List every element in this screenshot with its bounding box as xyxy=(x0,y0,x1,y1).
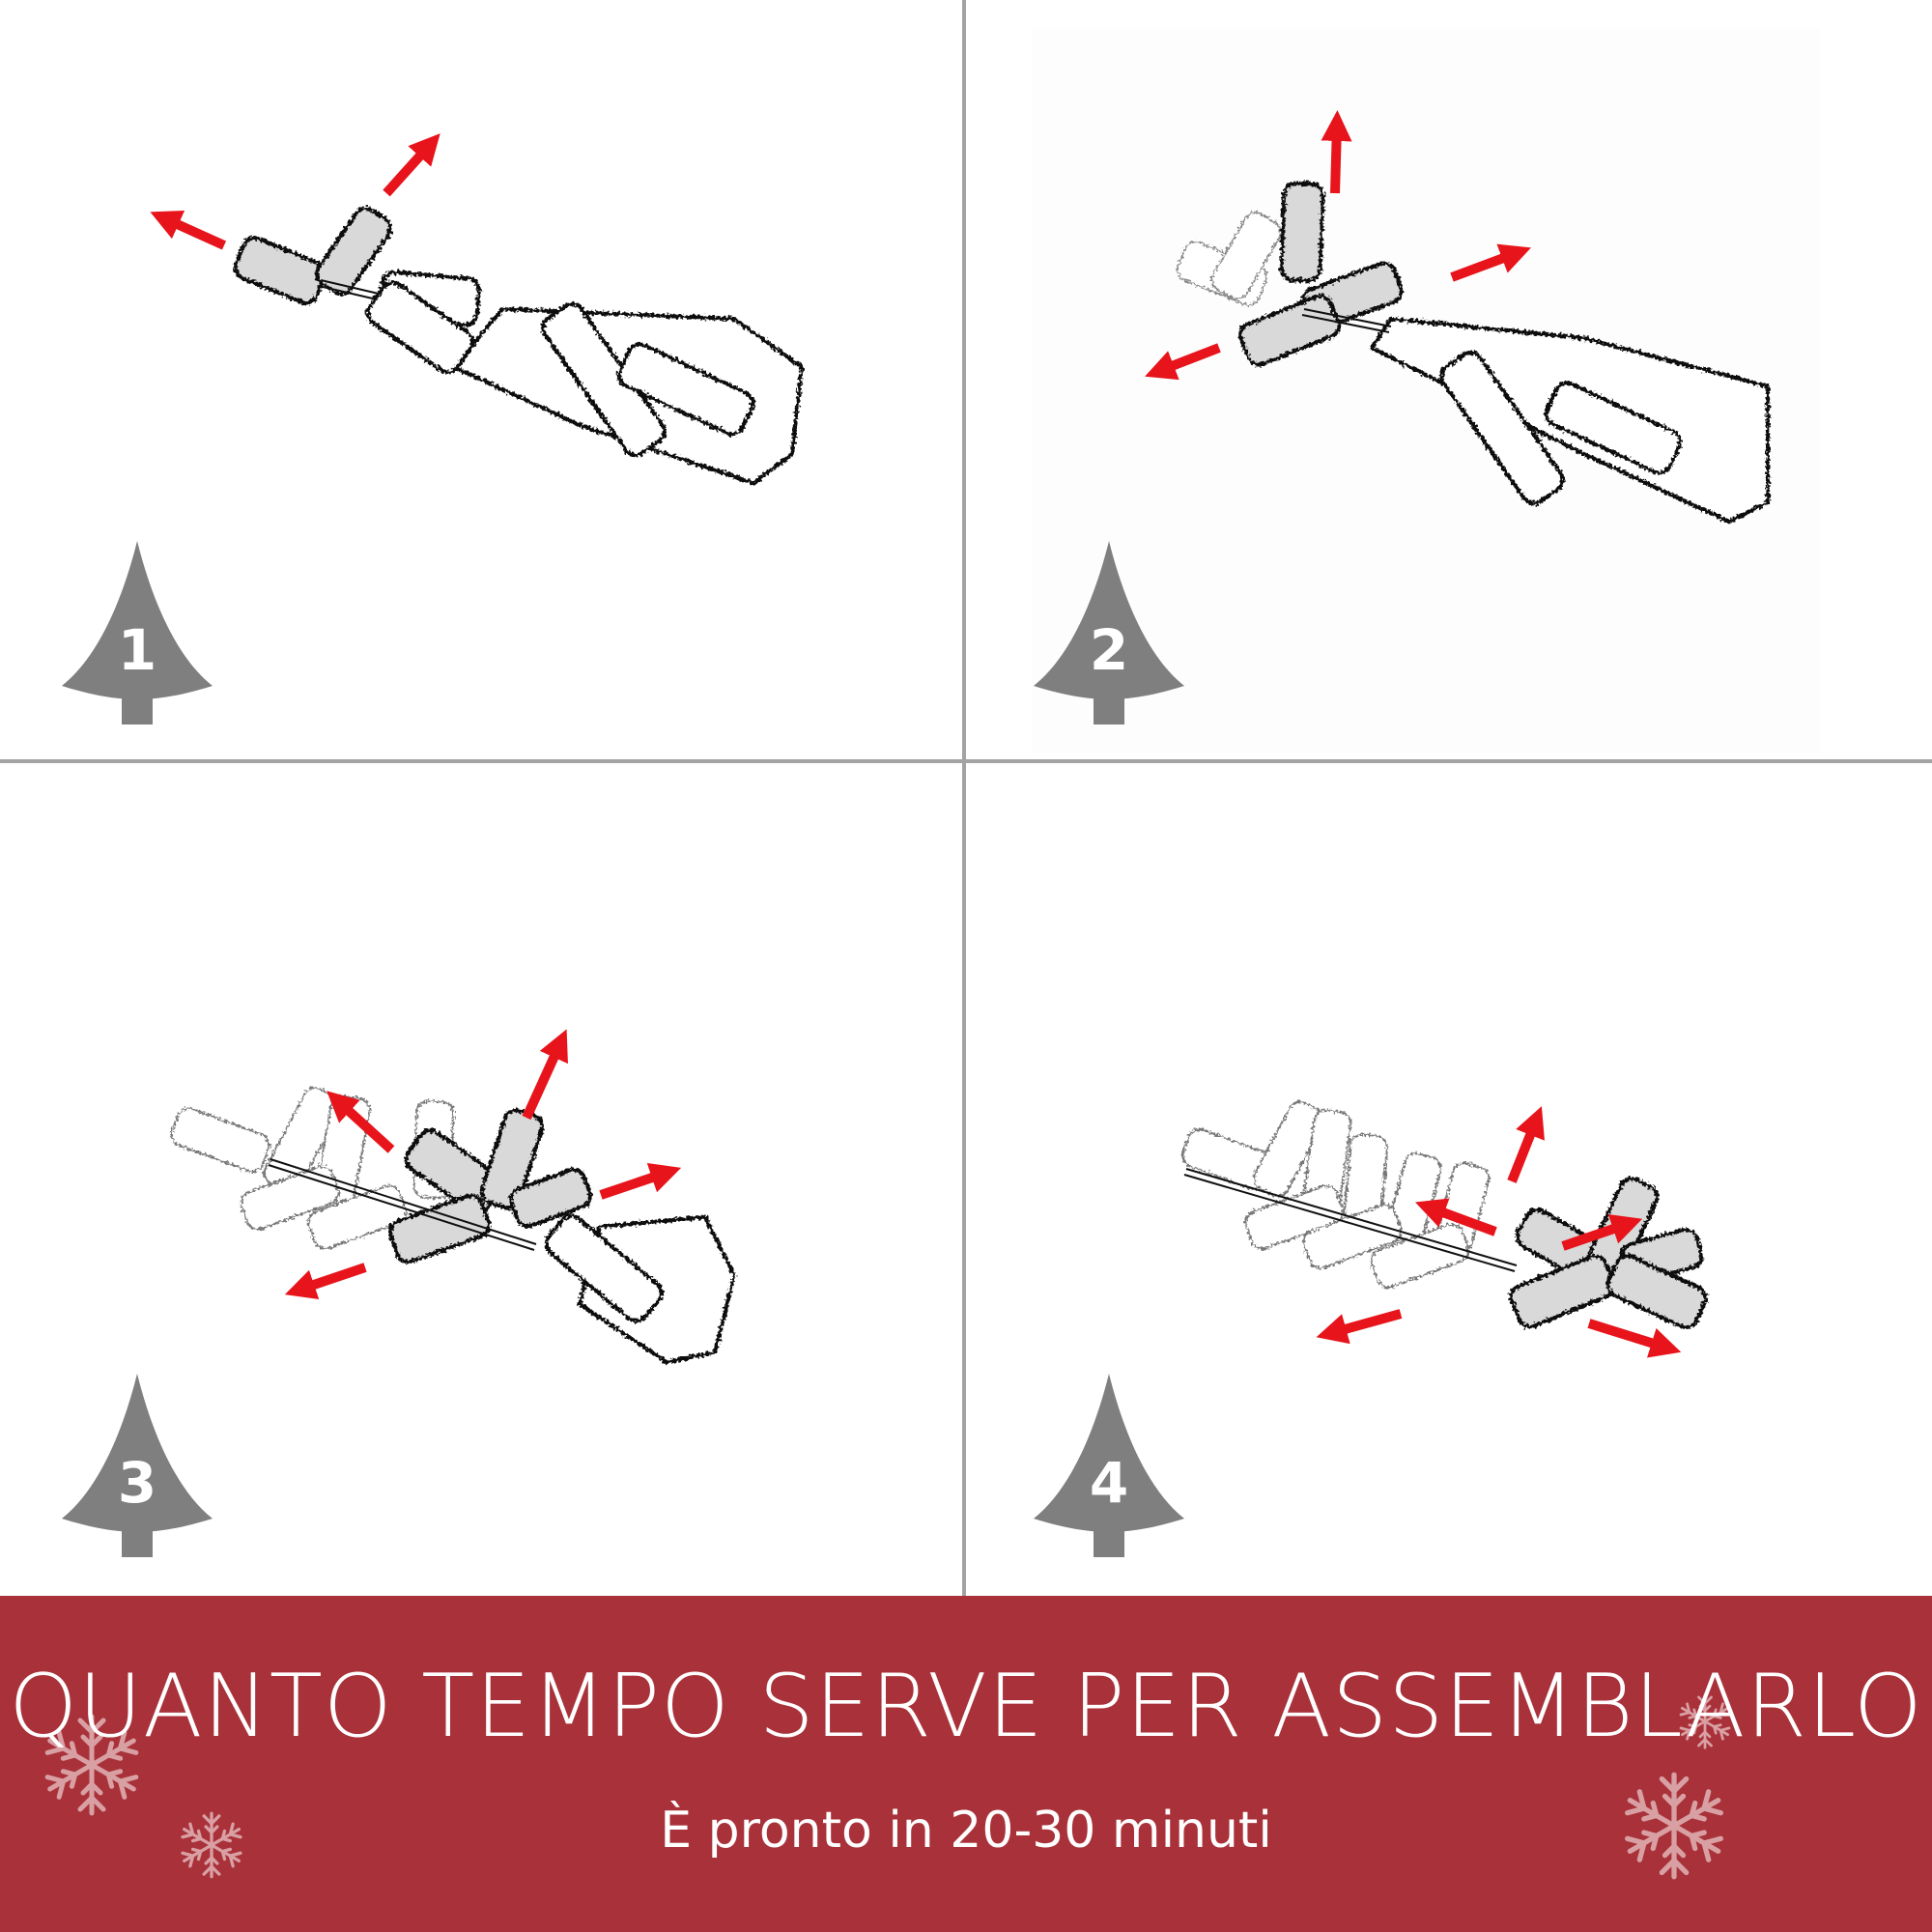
step-number: 2 xyxy=(1089,617,1129,683)
step-2-panel: 2 xyxy=(966,0,1932,759)
step-number: 4 xyxy=(1089,1450,1129,1516)
branch-illustration-step-2 xyxy=(1145,110,1770,524)
assembly-time-banner: QUANTO TEMPO SERVE PER ASSEMBLARLO È pro… xyxy=(0,1596,1932,1932)
banner-subtitle: È pronto in 20-30 minuti xyxy=(660,1802,1272,1860)
step-4-panel: 4 xyxy=(966,763,1932,1596)
step-badge-3: 3 xyxy=(60,1374,214,1557)
branch-illustration-step-1 xyxy=(150,133,804,485)
step-number: 3 xyxy=(117,1450,157,1516)
branch-illustration-step-3 xyxy=(170,1029,736,1364)
vertical-divider xyxy=(962,0,966,1596)
step-number: 1 xyxy=(117,617,157,683)
step-3-panel: 3 xyxy=(0,763,962,1596)
branch-illustration-step-4 xyxy=(1181,1100,1708,1358)
step-badge-4: 4 xyxy=(1032,1374,1186,1557)
step-badge-1: 1 xyxy=(60,541,214,724)
horizontal-divider xyxy=(0,759,1932,763)
step-badge-2: 2 xyxy=(1032,541,1186,724)
banner-title: QUANTO TEMPO SERVE PER ASSEMBLARLO xyxy=(9,1656,1923,1757)
step-1-panel: 1 xyxy=(0,0,962,759)
